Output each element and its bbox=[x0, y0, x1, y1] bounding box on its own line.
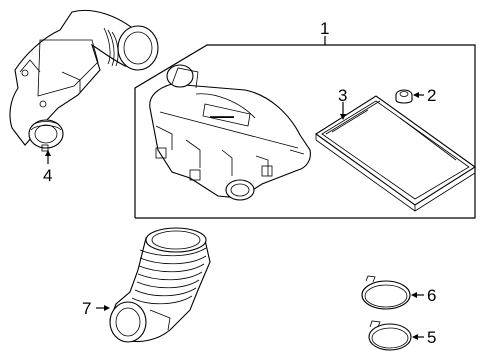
inlet-duct bbox=[109, 227, 211, 343]
air-cleaner-housing: ▬▬▬▬ bbox=[149, 64, 311, 201]
callout-5: 5 bbox=[427, 328, 436, 347]
insert bbox=[395, 89, 413, 104]
callout-4: 4 bbox=[43, 166, 52, 185]
callout-7: 7 bbox=[82, 299, 91, 318]
svg-text:▬▬▬▬: ▬▬▬▬ bbox=[210, 114, 234, 120]
lower-clamp bbox=[368, 320, 412, 351]
assembly-box bbox=[134, 36, 476, 219]
callout-6: 6 bbox=[427, 286, 436, 305]
callout-1: 1 bbox=[320, 19, 329, 38]
leader-lines bbox=[45, 92, 424, 340]
air-filter-element bbox=[315, 95, 476, 212]
outlet-duct bbox=[9, 9, 159, 152]
callout-3: 3 bbox=[338, 86, 347, 105]
upper-clamp bbox=[361, 275, 411, 310]
callout-2: 2 bbox=[427, 86, 436, 105]
